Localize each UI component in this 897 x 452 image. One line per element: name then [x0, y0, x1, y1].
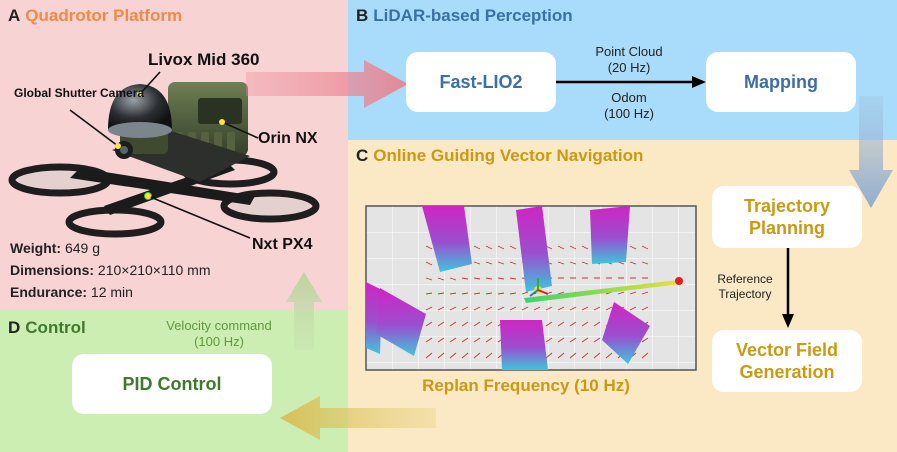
obstacle-pillars: [366, 206, 650, 370]
fast-lio2-box: Fast-LIO2: [406, 52, 556, 112]
trajectory-planning-line1: Trajectory: [743, 196, 831, 216]
spec-dimensions-key: Dimensions:: [10, 262, 95, 278]
vector-field-simulation-view: [365, 205, 697, 371]
spec-weight-value: 649 g: [61, 240, 101, 256]
reference-line1: Reference: [717, 272, 773, 286]
orin-label: Orin NX: [258, 130, 318, 147]
point-cloud-line1: Point Cloud: [595, 44, 663, 59]
spec-weight: Weight: 649 g: [10, 240, 100, 256]
panel-a-title-text: Quadrotor Platform: [25, 6, 183, 25]
nxt-label: Nxt PX4: [252, 236, 313, 253]
odom-label: Odom(100 Hz): [574, 90, 684, 122]
flow-arrow-mapping-to-planning: [849, 96, 893, 208]
point-cloud-label: Point Cloud(20 Hz): [574, 44, 684, 76]
panel-b-title-text: LiDAR-based Perception: [373, 6, 573, 25]
panel-c-letter: C: [356, 146, 369, 165]
flow-arrow-platform-to-perception: [246, 60, 408, 108]
panel-b-letter: B: [356, 6, 369, 25]
spec-endurance: Endurance: 12 min: [10, 284, 133, 300]
spec-dimensions-value: 210×210×110 mm: [94, 262, 211, 278]
quadrotor-illustration: [8, 71, 320, 239]
odom-line1: Odom: [611, 90, 647, 105]
velocity-line2: (100 Hz): [194, 334, 244, 349]
replan-frequency-caption: Replan Frequency (10 Hz): [422, 376, 630, 395]
reference-line2: Trajectory: [718, 287, 772, 301]
spec-dimensions: Dimensions: 210×210×110 mm: [10, 262, 211, 278]
trajectory-planning-line2: Planning: [748, 218, 825, 238]
pid-control-box: PID Control: [72, 354, 272, 414]
mapping-box: Mapping: [706, 52, 856, 112]
spec-endurance-key: Endurance:: [10, 284, 88, 300]
flow-arrow-vector-to-control: [280, 396, 436, 440]
vector-field-line1: Vector Field: [735, 340, 839, 360]
livox-label: Livox Mid 360: [148, 50, 260, 69]
odom-line2: (100 Hz): [604, 106, 654, 121]
velocity-command-label: Velocity command(100 Hz): [134, 318, 304, 350]
panel-c-title-text: Online Guiding Vector Navigation: [373, 146, 644, 165]
velocity-line1: Velocity command: [166, 318, 272, 333]
spec-endurance-value: 12 min: [87, 284, 133, 300]
panel-a-letter: A: [8, 6, 21, 25]
panel-d-title-text: Control: [25, 318, 86, 337]
camera-label: Global Shutter Camera: [14, 86, 145, 100]
point-cloud-line2: (20 Hz): [607, 60, 651, 75]
reference-trajectory-arrow: [782, 248, 794, 328]
panel-d-letter: D: [8, 318, 21, 337]
spec-weight-key: Weight:: [10, 240, 62, 256]
vector-field-line2: Generation: [739, 362, 835, 382]
point-cloud-odom-arrow: [556, 76, 706, 88]
flow-arrow-control-to-platform: [286, 272, 322, 350]
